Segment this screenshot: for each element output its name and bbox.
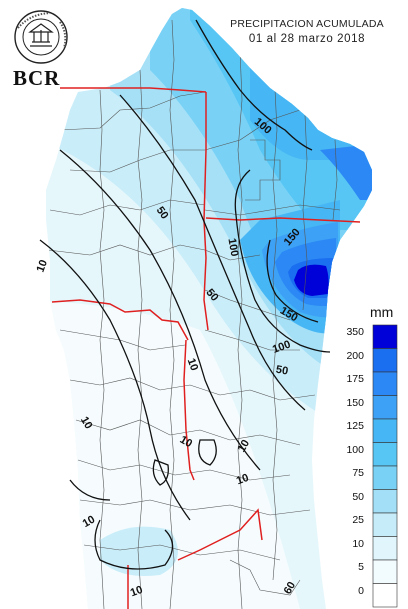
legend-swatch	[372, 465, 398, 490]
legend-swatch	[372, 442, 398, 467]
contour-label: 10	[235, 472, 251, 487]
legend-label: 125	[346, 420, 364, 432]
contour-label: 10	[129, 584, 145, 599]
legend-label: 75	[352, 467, 364, 479]
contour-label: 100	[225, 237, 240, 257]
legend-swatch	[372, 324, 398, 349]
legend-label: 175	[346, 373, 364, 385]
legend-label: 25	[352, 514, 364, 526]
contour-label: 10	[178, 434, 195, 451]
legend-label: 5	[358, 561, 364, 573]
legend-swatch	[372, 559, 398, 584]
legend-label: 100	[346, 443, 364, 456]
legend-swatch	[372, 583, 398, 608]
contour-label: 60	[282, 580, 299, 597]
contour-label: 50	[275, 364, 289, 378]
district-lines	[47, 19, 341, 609]
legend-label: 10	[352, 537, 364, 550]
contour-label: 10	[78, 415, 95, 432]
bcr-logo-text: BCR	[13, 66, 61, 90]
legend-swatches	[372, 324, 398, 608]
contour-label: 10	[236, 438, 253, 455]
legend-label: 200	[346, 349, 364, 362]
contour-label: 10	[35, 258, 50, 274]
map-title: PRECIPITACION ACUMULADA	[230, 18, 384, 30]
map-period: 01 al 28 marzo 2018	[248, 33, 366, 45]
contour-label: 10	[81, 514, 98, 531]
legend-swatch	[372, 536, 398, 561]
contour-label: 10	[185, 357, 200, 373]
legend-swatch	[372, 395, 398, 420]
legend-swatch	[372, 489, 398, 514]
legend-swatch	[372, 418, 398, 443]
legend-unit: mm	[370, 304, 394, 320]
legend-swatch	[372, 371, 398, 396]
legend-label: 50	[352, 490, 364, 503]
bcr-seal-logo	[14, 10, 68, 64]
contour-label: 50	[154, 205, 171, 222]
legend-swatch	[372, 348, 398, 373]
contour-label: 100	[271, 338, 292, 356]
legend-label: 150	[346, 396, 364, 409]
province-borders	[51, 87, 361, 609]
legend-label: 0	[358, 584, 364, 597]
legend-label: 350	[346, 326, 364, 338]
isohyet-lines	[39, 19, 331, 570]
legend-swatch	[372, 512, 398, 537]
